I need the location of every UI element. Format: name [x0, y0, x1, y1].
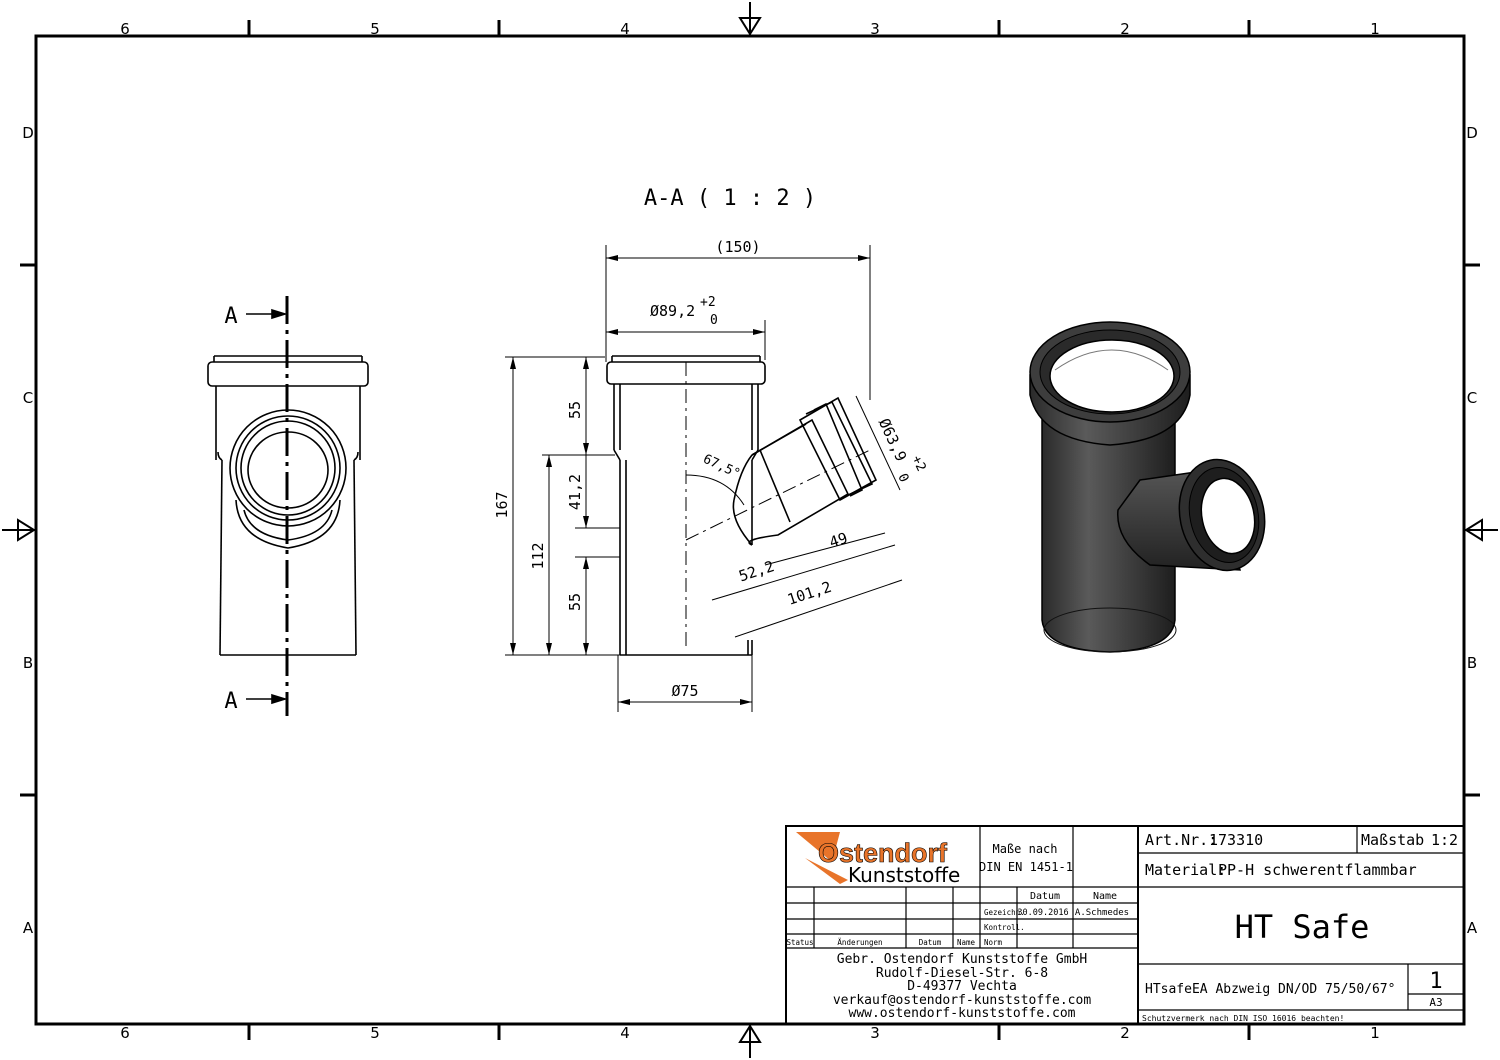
column-label: 1 — [1370, 1024, 1380, 1042]
column-label: 4 — [620, 1024, 630, 1042]
section-title: A-A ( 1 : 2 ) — [644, 186, 816, 211]
row-gezeichn: Gezeichn. — [984, 908, 1025, 917]
row-label: A — [1467, 919, 1478, 937]
address-line: D-49377 Vechta — [907, 979, 1017, 994]
col-name: Name — [1093, 891, 1117, 902]
dim-pipe-diameter: Ø75 — [671, 682, 698, 700]
dim-socket-tol-lower: 0 — [710, 313, 718, 328]
dim-branch-49: 49 — [827, 529, 850, 552]
material-label: Material: — [1145, 861, 1226, 879]
product-name: HT Safe — [1235, 908, 1370, 946]
dim-total-width: (150) — [715, 238, 760, 256]
address-line: Gebr. Ostendorf Kunststoffe GmbH — [837, 952, 1087, 967]
datum-label: Datum — [919, 938, 942, 947]
name-label: Name — [957, 938, 976, 947]
isometric-product-view — [1029, 321, 1266, 653]
address-line: www.ostendorf-kunststoffe.com — [849, 1006, 1076, 1021]
dim-branch-tol-upper: +2 — [908, 453, 928, 474]
product-description: HTsafeEA Abzweig DN/OD 75/50/67° — [1145, 982, 1395, 997]
address-line: Rudolf-Diesel-Str. 6-8 — [876, 966, 1048, 981]
title-block — [785, 825, 1465, 1025]
dimension-lines — [505, 245, 903, 712]
scale-value: 1:2 — [1431, 831, 1458, 849]
row-label: C — [23, 389, 33, 407]
sheet-number: 1 — [1429, 969, 1442, 994]
front-view — [207, 296, 369, 716]
material-value: PP-H schwerentflammbar — [1218, 861, 1417, 879]
protection-note: Schutzvermerk nach DIN ISO 16016 beachte… — [1142, 1014, 1344, 1023]
gezeichn-date: 30.09.2016 — [1017, 908, 1068, 918]
row-label: D — [1466, 124, 1478, 142]
art-nr: 173310 — [1209, 831, 1263, 849]
scale-label: Maßstab — [1361, 831, 1424, 849]
column-label: 2 — [1120, 20, 1130, 38]
column-label: 3 — [870, 20, 880, 38]
row-norm: Norm — [984, 938, 1003, 947]
aenderungen-label: Änderungen — [837, 938, 882, 947]
column-label: 5 — [370, 20, 380, 38]
column-label: 1 — [1370, 20, 1380, 38]
column-label: 3 — [870, 1024, 880, 1042]
ostendorf-logo: Ostendorf Kunststoffe — [796, 832, 960, 887]
dim-branch-52: 52,2 — [736, 557, 776, 585]
column-label: 5 — [370, 1024, 380, 1042]
column-label: 6 — [120, 1024, 130, 1042]
row-label: D — [22, 124, 34, 142]
dim-lower-55: 55 — [566, 593, 584, 611]
dim-height-112: 112 — [529, 542, 547, 569]
dim-branch-101: 101,2 — [785, 578, 834, 609]
row-label: B — [23, 654, 33, 672]
column-label: 2 — [1120, 1024, 1130, 1042]
row-label: C — [1467, 389, 1477, 407]
row-label: A — [23, 919, 34, 937]
logo-text-top: Ostendorf — [818, 838, 948, 868]
norm-line1: Maße nach — [992, 842, 1057, 856]
address-line: verkauf@ostendorf-kunststoffe.com — [833, 993, 1091, 1008]
dim-socket-tol-upper: +2 — [700, 295, 716, 310]
section-marker-label: A — [224, 689, 237, 714]
sheet-format: A3 — [1429, 996, 1442, 1009]
logo-text-bottom: Kunststoffe — [848, 863, 960, 887]
dim-upper-55: 55 — [566, 401, 584, 419]
column-label: 6 — [120, 20, 130, 38]
column-label: 4 — [620, 20, 630, 38]
dim-branch-tol-lower: 0 — [894, 471, 911, 484]
status-label: Status — [786, 938, 813, 947]
col-datum: Datum — [1030, 891, 1060, 902]
art-nr-label: Art.Nr.: — [1145, 831, 1217, 849]
dim-socket-diameter: Ø89,2 — [650, 302, 695, 320]
section-view — [606, 355, 878, 656]
dim-height-total: 167 — [493, 491, 511, 518]
dim-branch-diameter: Ø63,9 — [875, 416, 910, 465]
gezeichn-name: A.Schmedes — [1075, 908, 1129, 918]
norm-line2: DIN EN 1451-1 — [979, 860, 1073, 874]
row-kontroll: Kontroll. — [984, 923, 1025, 932]
section-marker-label: A — [224, 304, 237, 329]
dim-mid-41: 41,2 — [566, 474, 584, 510]
row-label: B — [1467, 654, 1477, 672]
